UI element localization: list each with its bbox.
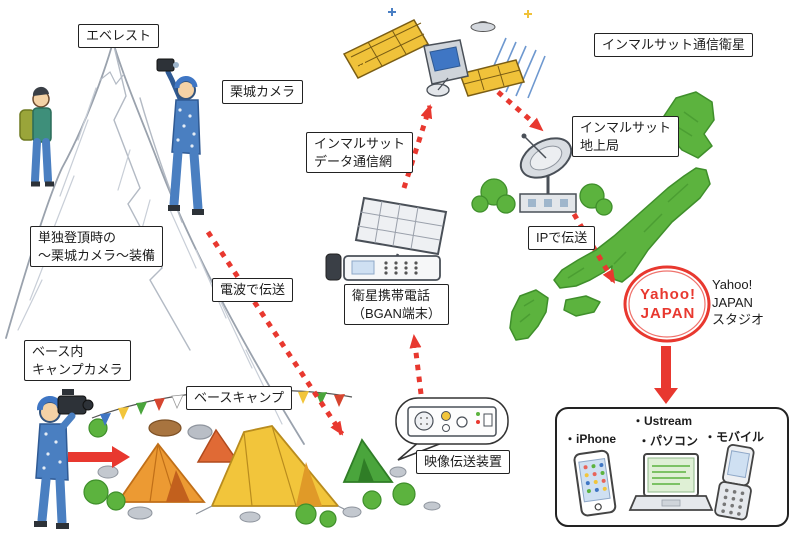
label-bgan-line2: （BGAN端末） [352,305,441,321]
label-pc-text: ・パソコン [638,434,699,448]
smartphone-icon [573,449,617,517]
label-mobile-text: ・モバイル [704,430,765,444]
label-studio-line2: JAPAN [712,294,753,310]
label-satellite-text: インマルサット通信衛星 [602,37,746,52]
arrow-yahoo-to-devices [654,346,678,404]
inmarsat-satellite-icon [342,8,546,99]
label-ground-line2: 地上局 [580,137,620,153]
label-inmarsat-satellite: インマルサット通信衛星 [594,33,754,57]
devices-panel [555,407,789,527]
label-solo-equipment: 単独登頂時の ～栗城カメラ～装備 [30,226,164,268]
label-basecam-line1: ベース内 [32,344,84,359]
label-bgan-line1: 衛星携帯電話 [352,288,431,303]
label-device-ustream: ・Ustream [632,413,692,429]
yahoo-badge-text: Yahoo! JAPAN [629,286,707,324]
label-bgan: 衛星携帯電話 （BGAN端末） [344,284,449,326]
bgan-terminal-icon [325,196,448,281]
label-net-line2: データ通信網 [314,153,393,169]
arrow-cameraman-to-tents [68,446,130,468]
label-basecam-line2: キャンプカメラ [32,361,123,377]
label-ground-station: インマルサット 地上局 [572,116,680,158]
label-device-pc: ・パソコン [638,433,698,449]
label-inmarsat-network: インマルサット データ通信網 [306,132,414,174]
label-kuriki-camera-text: 栗城カメラ [230,84,296,99]
video-transmitter-icon [395,397,509,461]
label-device-mobile: ・モバイル [704,429,764,445]
base-camp-icon [83,388,441,528]
arrow-bgan-to-satellite [401,104,433,189]
yahoo-japan-badge-icon [623,265,711,343]
yahoo-badge-line2: JAPAN [640,304,696,322]
label-solo-line1: 単独登頂時の [38,230,117,245]
climber-kuriki-icon [156,58,204,215]
label-iphone-text: ・iPhone [564,432,617,446]
label-kuriki-camera: 栗城カメラ [222,80,304,104]
yahoo-badge-line1: Yahoo! [639,286,696,303]
label-radio-text: 電波で伝送 [220,282,286,297]
label-video-text: 映像伝送装置 [424,454,503,469]
flip-phone-icon [714,444,755,521]
label-everest-text: エベレスト [86,28,152,43]
cameraman-icon [34,389,94,529]
label-radio-transmission: 電波で伝送 [212,278,294,302]
laptop-icon [628,453,714,511]
label-studio-line3: スタジオ [712,312,765,328]
label-basecamp-camera: ベース内 キャンプカメラ [24,340,131,382]
flow-arrows [68,90,678,468]
label-ground-line1: インマルサット [580,120,672,135]
label-ustream-text: ・Ustream [632,414,693,428]
label-net-line1: インマルサット [314,136,406,151]
label-solo-line2: ～栗城カメラ～装備 [38,247,156,263]
label-studio-line1: Yahoo! [712,277,753,292]
label-yahoo-studio: Yahoo! JAPAN スタジオ [712,276,764,329]
label-basecamp-text: ベースキャンプ [194,390,284,405]
label-device-iphone: ・iPhone [564,431,616,447]
arrow-satellite-to-ground [496,90,544,132]
hiker-icon [19,86,54,187]
ufo-icon [470,21,496,32]
label-everest: エベレスト [78,24,160,48]
label-ip-transmission: IPで伝送 [528,226,596,250]
label-ip-text: IPで伝送 [536,230,588,245]
label-basecamp: ベースキャンプ [186,386,292,410]
arrow-transmitter-to-bgan [409,334,424,395]
label-video-transmitter: 映像伝送装置 [416,450,511,474]
ground-station-icon [471,133,613,216]
arrow-kuriki-to-basecamp [205,230,345,436]
